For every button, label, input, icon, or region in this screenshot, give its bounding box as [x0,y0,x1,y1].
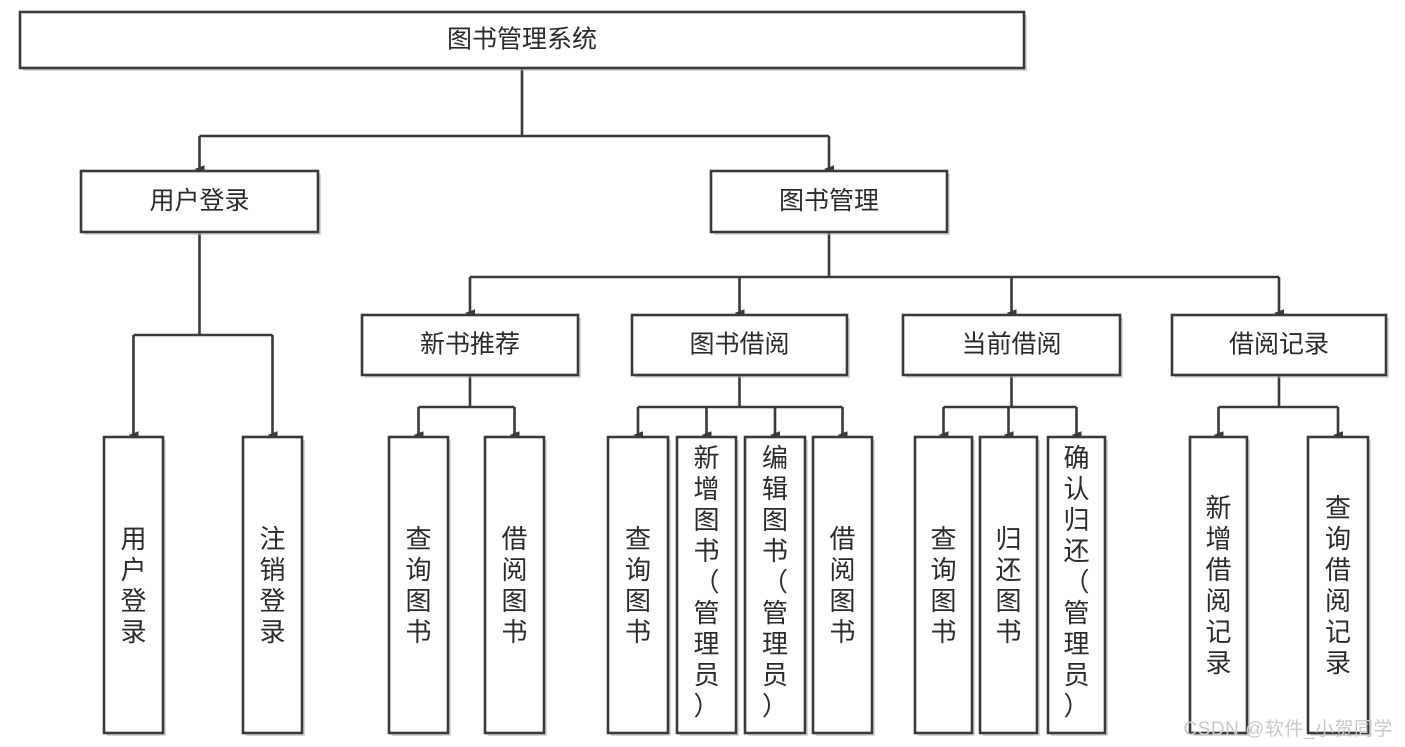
branch-node-图书管理[interactable]: 图书管理 [709,169,950,235]
node-label: 用户登录 [149,187,249,215]
leaf-node-查询图书[interactable]: 查询图书 [913,435,975,736]
leaf-node-借阅图书[interactable]: 借阅图书 [811,435,875,736]
leaf-label: 新增借阅记录 [1205,493,1231,678]
leaf-label: 查询借阅记录 [1325,493,1351,678]
leaf-node-查询借阅记录[interactable]: 查询借阅记录 [1306,435,1371,736]
leaf-label: 借阅图书 [501,524,527,647]
nodes-layer: 图书管理系统用户登录图书管理新书推荐图书借阅当前借阅借阅记录用户登录注销登录查询… [18,10,1389,736]
root-node-图书管理系统[interactable]: 图书管理系统 [18,10,1027,71]
leaf-node-查询图书[interactable]: 查询图书 [606,435,671,736]
node-label: 借阅记录 [1229,331,1329,359]
branch-node-当前借阅[interactable]: 当前借阅 [901,313,1123,378]
leaf-label: 确认归还（管理员） [1063,443,1089,721]
leaf-label: 用户登录 [120,524,146,647]
leaf-node-新增图书管理员[interactable]: 新增图书（管理员） [675,435,739,736]
leaf-label: 注销登录 [259,524,285,647]
leaf-label: 查询图书 [930,524,956,647]
leaf-label: 借阅图书 [829,524,855,647]
branch-node-用户登录[interactable]: 用户登录 [79,169,321,235]
node-label: 图书管理 [779,187,879,215]
branch-node-借阅记录[interactable]: 借阅记录 [1170,313,1389,378]
leaf-node-查询图书[interactable]: 查询图书 [387,435,451,736]
watermark-label: CSDN @软件_小贺同学 [1183,719,1393,740]
leaf-node-编辑图书管理员[interactable]: 编辑图书（管理员） [743,435,808,736]
edges-layer [128,68,1343,439]
leaf-label: 编辑图书（管理员） [762,443,788,721]
branch-node-图书借阅[interactable]: 图书借阅 [630,313,850,378]
node-label: 图书管理系统 [447,26,597,54]
leaf-node-用户登录[interactable]: 用户登录 [102,435,166,736]
leaf-label: 查询图书 [625,524,651,647]
node-label: 图书借阅 [689,331,789,359]
leaf-label: 新增图书（管理员） [693,443,719,721]
leaf-node-注销登录[interactable]: 注销登录 [241,435,305,736]
leaf-node-借阅图书[interactable]: 借阅图书 [483,435,547,736]
node-label: 当前借阅 [961,331,1061,359]
leaf-label: 查询图书 [405,524,431,647]
leaf-node-归还图书[interactable]: 归还图书 [978,435,1040,736]
leaf-node-确认归还管理员[interactable]: 确认归还（管理员） [1046,435,1108,736]
branch-node-新书推荐[interactable]: 新书推荐 [360,313,581,378]
leaf-label: 归还图书 [995,524,1021,647]
node-label: 新书推荐 [420,331,520,359]
leaf-node-新增借阅记录[interactable]: 新增借阅记录 [1188,435,1250,736]
